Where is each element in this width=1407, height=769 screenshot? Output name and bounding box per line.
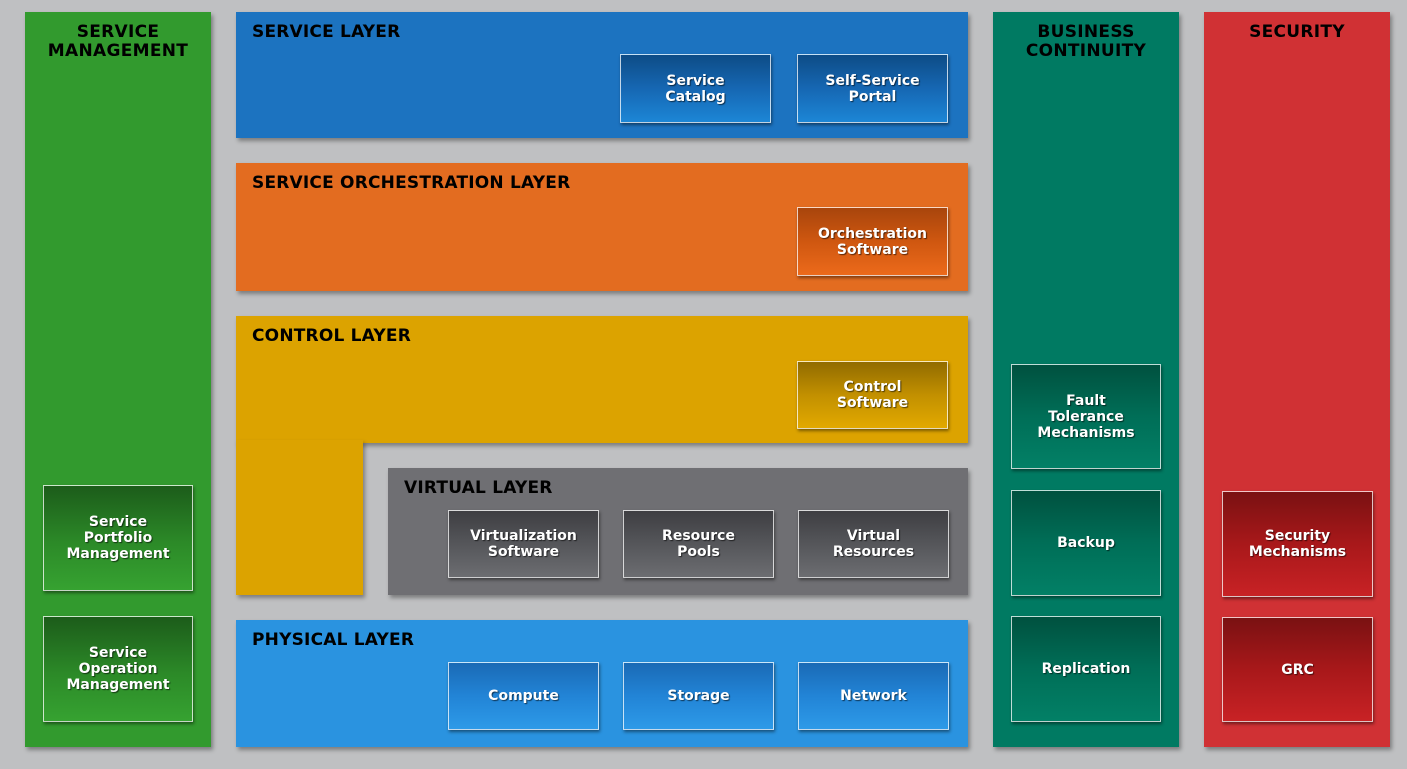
virtual-layer-title: VIRTUAL LAYER xyxy=(404,478,553,498)
service-layer: SERVICE LAYER Service Catalog Self-Servi… xyxy=(236,12,968,138)
business-continuity-title: BUSINESS CONTINUITY xyxy=(1025,22,1147,61)
fault-tolerance-mechanisms-box: Fault Tolerance Mechanisms xyxy=(1011,364,1161,469)
business-continuity-column: BUSINESS CONTINUITY Fault Tolerance Mech… xyxy=(993,12,1179,747)
service-orchestration-layer: SERVICE ORCHESTRATION LAYER Orchestratio… xyxy=(236,163,968,291)
virtual-resources-box: Virtual Resources xyxy=(798,510,949,578)
security-column: SECURITY Security Mechanisms GRC xyxy=(1204,12,1390,747)
network-box: Network xyxy=(798,662,949,730)
virtualization-software-box: Virtualization Software xyxy=(448,510,599,578)
control-software-box: Control Software xyxy=(797,361,948,429)
service-layer-title: SERVICE LAYER xyxy=(252,22,401,42)
service-portfolio-management-box: Service Portfolio Management xyxy=(43,485,193,591)
security-title: SECURITY xyxy=(1249,22,1345,42)
service-management-column: SERVICE MANAGEMENT Service Portfolio Man… xyxy=(25,12,211,747)
virtual-layer: VIRTUAL LAYER Virtualization Software Re… xyxy=(388,468,968,595)
security-mechanisms-box: Security Mechanisms xyxy=(1222,491,1373,597)
service-catalog-box: Service Catalog xyxy=(620,54,771,123)
physical-layer: PHYSICAL LAYER Compute Storage Network xyxy=(236,620,968,747)
service-management-title: SERVICE MANAGEMENT xyxy=(47,22,189,61)
resource-pools-box: Resource Pools xyxy=(623,510,774,578)
replication-box: Replication xyxy=(1011,616,1161,722)
control-layer-leg xyxy=(236,440,363,595)
service-operation-management-box: Service Operation Management xyxy=(43,616,193,722)
service-orchestration-layer-title: SERVICE ORCHESTRATION LAYER xyxy=(252,173,571,193)
control-layer-title: CONTROL LAYER xyxy=(252,326,412,346)
self-service-portal-box: Self-Service Portal xyxy=(797,54,948,123)
grc-box: GRC xyxy=(1222,617,1373,722)
control-layer: CONTROL LAYER Control Software xyxy=(236,316,968,443)
orchestration-software-box: Orchestration Software xyxy=(797,207,948,276)
compute-box: Compute xyxy=(448,662,599,730)
backup-box: Backup xyxy=(1011,490,1161,596)
physical-layer-title: PHYSICAL LAYER xyxy=(252,630,415,650)
storage-box: Storage xyxy=(623,662,774,730)
